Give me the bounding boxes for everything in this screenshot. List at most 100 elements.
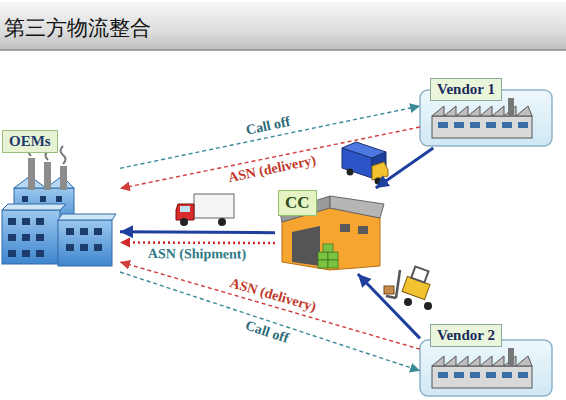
vendor-2-panel: [420, 340, 552, 396]
vendor-2-panel-part-part: [518, 372, 528, 378]
red-truck-part: [194, 194, 234, 218]
node-label: Vendor 1: [430, 78, 502, 101]
node-box: Vendor 2: [420, 324, 552, 396]
node-box: CC: [275, 188, 387, 274]
oem-factory-part: [58, 214, 116, 220]
flow-arrow: [120, 127, 420, 188]
oem-factory-part-part: [80, 228, 88, 235]
forklift: [384, 266, 432, 310]
vendor-2-panel-part: [420, 340, 552, 396]
oem-factory-part-part: [94, 228, 102, 235]
vendor-2-panel-part: [438, 372, 528, 378]
cc-warehouse-part: [340, 224, 368, 234]
title-bar-part: [0, 49, 566, 51]
red-truck-part: [218, 218, 226, 226]
oem-factory-part-part: [80, 244, 88, 251]
vendor-1-panel-part-part: [470, 122, 480, 128]
oem-factory-part-part: [66, 228, 74, 235]
vendor-1-panel-part-part: [486, 122, 496, 128]
vendor-1-panel-part: [508, 98, 514, 116]
forklift-part: [386, 296, 396, 298]
oem-factory-part-part: [40, 196, 46, 202]
flow-arrow: [120, 241, 275, 244]
oem-factory-part: [8, 196, 102, 257]
oem-factory-part: [58, 220, 112, 266]
edge-label: ASN (delivery): [226, 275, 320, 316]
oem-factory-part-part: [22, 234, 30, 241]
oem-factory-part-part: [36, 218, 44, 225]
oem-factory-part: [44, 162, 51, 190]
red-truck-part: [180, 218, 188, 226]
page-title: 第三方物流整合: [4, 14, 151, 42]
forklift-part: [384, 286, 394, 294]
blue-truck-part: [372, 162, 388, 180]
vendor-2-panel-part-part: [470, 372, 480, 378]
cc-warehouse-part-part: [328, 260, 338, 268]
oem-factory-part-part: [94, 244, 102, 251]
node-label: OEMs: [2, 130, 58, 153]
oem-factory-part-part: [8, 218, 16, 225]
title-bar: [0, 2, 566, 50]
edge-label: Call off: [242, 114, 293, 139]
vendor-2-panel-part-part: [438, 372, 448, 378]
vendor-2-panel-part: [432, 356, 532, 366]
vendor-2-panel-part-part: [486, 372, 496, 378]
blue-truck-part: [347, 169, 354, 176]
forklift-part: [424, 302, 432, 310]
oem-factory-part: [61, 146, 66, 164]
oem-factory: [2, 138, 116, 266]
edge-label: ASN (delivery): [225, 152, 319, 186]
vendor-1-panel-part-part: [438, 122, 448, 128]
oem-factory-part-part: [66, 244, 74, 251]
vendor-2-panel-part-part: [502, 372, 512, 378]
oem-factory-part-part: [22, 218, 30, 225]
cc-warehouse-part: [318, 244, 338, 268]
vendor-2-panel-part-part: [454, 372, 464, 378]
oem-factory-part-part: [56, 196, 62, 202]
vendor-1-panel-part: [432, 106, 532, 116]
flow-arrow: [120, 262, 420, 349]
flow-arrow: [120, 272, 420, 371]
vendor-1-panel-part-part: [518, 122, 528, 128]
red-truck-part: [180, 206, 190, 212]
cc-warehouse-part-part: [318, 252, 328, 260]
vendor-2-panel-part: [508, 348, 514, 366]
cc-warehouse-part-part: [318, 260, 328, 268]
flow-arrow: [120, 106, 420, 168]
oem-factory-part: [28, 158, 35, 190]
vendor-2-panel-part: [432, 366, 532, 388]
node-box: Vendor 1: [420, 78, 552, 148]
vendor-1-panel-part: [438, 122, 528, 128]
edge-label: ASN (Shipment): [146, 246, 248, 262]
node-label: CC: [278, 190, 317, 216]
cc-warehouse-part: [292, 226, 320, 266]
oem-factory-part-part: [22, 250, 30, 257]
oem-factory-part-part: [22, 196, 28, 202]
vendor-1-panel-part-part: [502, 122, 512, 128]
cc-warehouse-part: [330, 196, 384, 218]
blue-truck: [342, 142, 388, 185]
oem-factory-part: [60, 166, 67, 190]
oem-factory-part: [2, 204, 66, 210]
forklift-part: [411, 266, 428, 282]
cc-warehouse-part-part: [358, 226, 368, 234]
oem-factory-part-part: [8, 250, 16, 257]
oem-factory-part: [2, 210, 60, 264]
red-truck-part: [176, 204, 194, 220]
edge-label: Call off: [241, 317, 292, 347]
red-truck: [176, 194, 234, 226]
title-bar-part: [0, 2, 566, 50]
forklift-part: [396, 270, 400, 298]
flow-arrow: [376, 148, 433, 188]
cc-warehouse-part-part: [323, 244, 333, 252]
oem-factory-part-part: [8, 234, 16, 241]
vendor-1-panel-part-part: [454, 122, 464, 128]
oem-factory-part-part: [36, 250, 44, 257]
node-label: Vendor 2: [430, 324, 502, 347]
cc-warehouse-part-part: [340, 224, 350, 232]
forklift-part: [404, 298, 412, 306]
flow-arrow: [120, 232, 275, 233]
node-box: OEMs: [0, 128, 120, 272]
